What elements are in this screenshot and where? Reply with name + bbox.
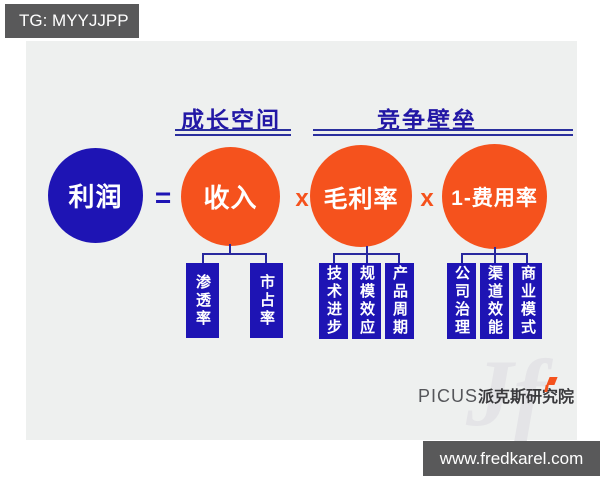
driver-label: 规模效应 bbox=[358, 265, 375, 337]
header-competitive-moat: 竞争壁垒 bbox=[377, 107, 477, 133]
driver-label: 渗透率 bbox=[194, 273, 211, 328]
circle-profit: 利润 bbox=[48, 148, 143, 243]
driver-box-governance: 公司治理 bbox=[447, 263, 476, 339]
driver-label: 市占率 bbox=[258, 273, 275, 328]
driver-label: 产品周期 bbox=[391, 265, 408, 337]
underline-growth bbox=[175, 129, 291, 136]
driver-box-scale-effect: 规模效应 bbox=[352, 263, 381, 339]
driver-box-penetration: 渗透率 bbox=[186, 263, 219, 338]
telegram-handle-badge: TG: MYYJJPP bbox=[5, 4, 139, 38]
equals-sign: = bbox=[154, 182, 172, 213]
driver-box-business-model: 商业模式 bbox=[513, 263, 542, 339]
driver-box-market-share: 市占率 bbox=[250, 263, 283, 338]
driver-box-product-cycle: 产品周期 bbox=[385, 263, 414, 339]
connector-stub-expense bbox=[494, 247, 496, 263]
underline-moat bbox=[313, 129, 573, 136]
connector-bracket-revenue bbox=[202, 253, 267, 263]
driver-box-channel-efficiency: 渠道效能 bbox=[480, 263, 509, 339]
logo-brand-cn: 派克斯研究院 bbox=[478, 389, 575, 406]
circle-revenue: 收入 bbox=[181, 147, 280, 246]
logo-brand-en: PICUS bbox=[418, 386, 479, 406]
multiply-sign-1: x bbox=[295, 185, 309, 212]
website-badge: www.fredkarel.com bbox=[423, 441, 600, 476]
logo-watermark: Jf bbox=[466, 340, 546, 446]
logo: PICUS 派克斯研究院 bbox=[418, 383, 574, 407]
circle-expense-ratio: 1-费用率 bbox=[442, 144, 547, 249]
driver-label: 商业模式 bbox=[519, 265, 536, 337]
multiply-sign-2: x bbox=[420, 185, 434, 212]
connector-bracket-expense bbox=[461, 253, 528, 263]
driver-label: 渠道效能 bbox=[486, 265, 503, 337]
driver-label: 公司治理 bbox=[453, 265, 470, 337]
logo-mark-icon bbox=[543, 377, 558, 392]
connector-stub-revenue bbox=[229, 244, 231, 255]
infographic-panel: 成长空间 竞争壁垒 利润 = 收入 x 毛利率 x 1-费用率 渗透率 市占率 … bbox=[26, 41, 577, 445]
circle-gross-margin: 毛利率 bbox=[310, 145, 412, 247]
connector-bracket-margin bbox=[333, 253, 400, 263]
driver-label: 技术进步 bbox=[325, 265, 342, 337]
header-growth-space: 成长空间 bbox=[181, 107, 281, 133]
driver-box-tech-progress: 技术进步 bbox=[319, 263, 348, 339]
